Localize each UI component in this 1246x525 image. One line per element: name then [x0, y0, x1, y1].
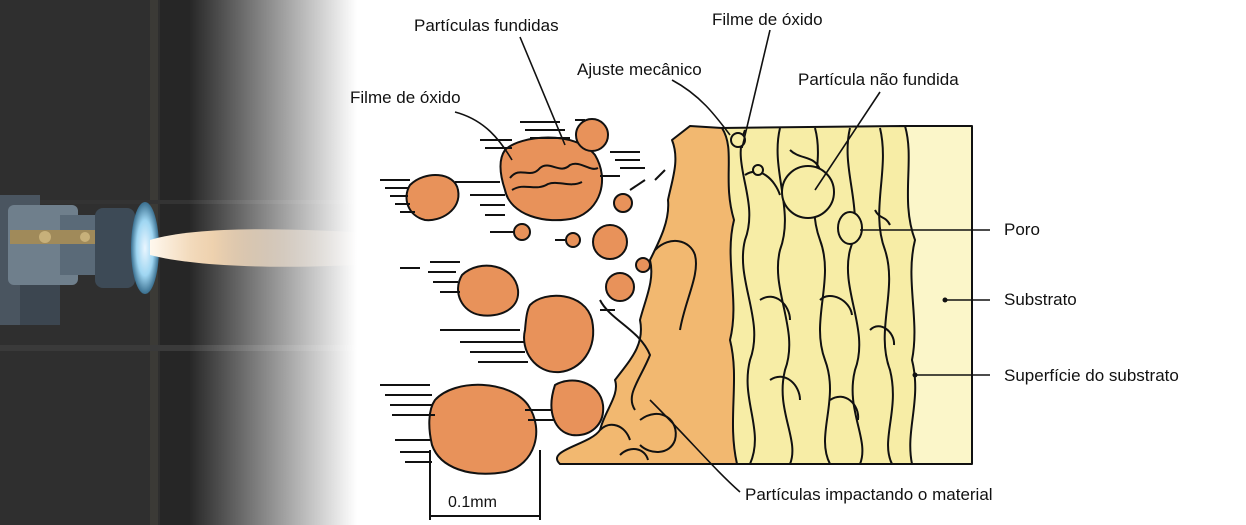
label-filme-oxido-left: Filme de óxido: [350, 88, 461, 108]
label-superficie-substrato: Superfície do substrato: [1004, 366, 1179, 386]
pore: [838, 212, 862, 244]
label-particulas-fundidas: Partículas fundidas: [414, 16, 559, 36]
scale-bar-label: 0.1mm: [448, 494, 497, 512]
label-filme-oxido-top: Filme de óxido: [712, 10, 823, 30]
label-particulas-impactando: Partículas impactando o material: [745, 485, 993, 505]
label-poro: Poro: [1004, 220, 1040, 240]
label-substrato: Substrato: [1004, 290, 1077, 310]
label-particula-nao-fundida: Partícula não fundida: [798, 70, 959, 90]
label-ajuste-mecanico: Ajuste mecânico: [577, 60, 702, 80]
